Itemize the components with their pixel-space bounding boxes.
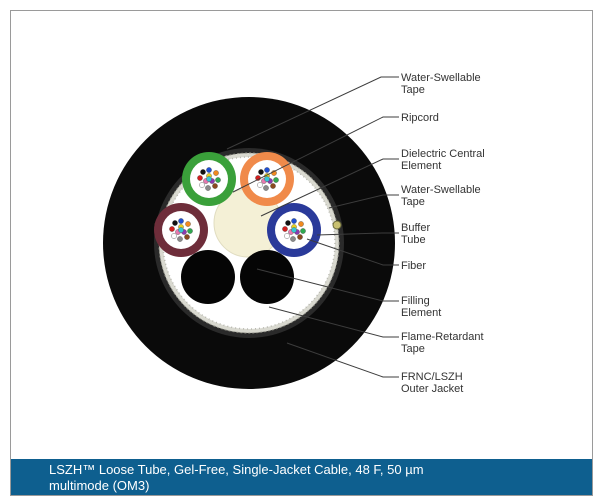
fiber-dot bbox=[215, 177, 221, 183]
fiber-dot bbox=[178, 227, 184, 233]
fiber-dot bbox=[300, 228, 306, 234]
label-line: Tube bbox=[401, 234, 426, 246]
fiber-dot bbox=[284, 233, 290, 239]
caption-bar: LSZH™ Loose Tube, Gel-Free, Single-Jacke… bbox=[11, 459, 592, 495]
fiber-dot bbox=[177, 236, 183, 242]
ripcord-right bbox=[332, 220, 342, 230]
label-water-swellable-tape-outer: Water-Swellable Tape bbox=[401, 72, 481, 96]
fiber-dot bbox=[184, 234, 190, 240]
label-line: FRNC/LSZH bbox=[401, 371, 463, 383]
fiber-dot bbox=[264, 176, 270, 182]
figure-frame: Water-Swellable Tape Ripcord Dielectric … bbox=[10, 10, 593, 496]
label-line: Tape bbox=[401, 196, 425, 208]
label-ripcord: Ripcord bbox=[401, 112, 439, 124]
fiber-dot bbox=[206, 176, 212, 182]
fiber-dot bbox=[172, 220, 178, 226]
filling-element-right bbox=[240, 250, 294, 304]
fiber-dot bbox=[197, 175, 203, 181]
fiber-dot bbox=[178, 218, 184, 224]
fiber-dot bbox=[187, 228, 193, 234]
label-line: Buffer bbox=[401, 222, 430, 234]
fiber-dot bbox=[297, 234, 303, 240]
label-buffer-tube: Buffer Tube bbox=[401, 222, 430, 246]
fiber-bundles bbox=[169, 167, 306, 242]
label-flame-retardant-tape: Flame-Retardant Tape bbox=[401, 331, 484, 355]
fiber-dot bbox=[291, 227, 297, 233]
caption-line-2: multimode (OM3) bbox=[49, 478, 150, 493]
fiber-dot bbox=[285, 220, 291, 226]
fiber-dot bbox=[298, 221, 304, 227]
label-dielectric-central-element: Dielectric Central Element bbox=[401, 148, 485, 172]
fiber-dot bbox=[206, 167, 212, 173]
fiber-dot bbox=[213, 170, 219, 176]
fiber-dot bbox=[291, 218, 297, 224]
fiber-dot bbox=[212, 183, 218, 189]
fiber-dot bbox=[205, 185, 211, 191]
fiber-dot bbox=[273, 177, 279, 183]
fiber-dot bbox=[200, 169, 206, 175]
fiber-dot bbox=[257, 182, 263, 188]
fiber-dot bbox=[171, 233, 177, 239]
label-line: Fiber bbox=[401, 260, 426, 272]
inner-tape-texture bbox=[162, 156, 336, 330]
label-outer-jacket: FRNC/LSZH Outer Jacket bbox=[401, 371, 463, 395]
tape-texture bbox=[158, 152, 340, 334]
label-line: Water-Swellable bbox=[401, 184, 481, 196]
fiber-dot bbox=[169, 226, 175, 232]
label-line: Water-Swellable bbox=[401, 72, 481, 84]
fiber-dot bbox=[199, 182, 205, 188]
caption-line-1: LSZH™ Loose Tube, Gel-Free, Single-Jacke… bbox=[49, 462, 424, 477]
fiber-dot bbox=[264, 167, 270, 173]
label-line: Tape bbox=[401, 343, 425, 355]
label-line: Ripcord bbox=[401, 112, 439, 124]
filling-element-left bbox=[181, 250, 235, 304]
fiber-dot bbox=[270, 183, 276, 189]
label-line: Tape bbox=[401, 84, 425, 96]
label-line: Element bbox=[401, 307, 441, 319]
fiber-dot bbox=[263, 185, 269, 191]
label-filling-element: Filling Element bbox=[401, 295, 441, 319]
label-line: Element bbox=[401, 160, 441, 172]
leader-lines bbox=[226, 76, 399, 378]
label-water-swellable-tape-inner: Water-Swellable Tape bbox=[401, 184, 481, 208]
label-line: Dielectric Central bbox=[401, 148, 485, 160]
label-line: Filling bbox=[401, 295, 430, 307]
fiber-dot bbox=[290, 236, 296, 242]
label-fiber: Fiber bbox=[401, 260, 426, 272]
fiber-dot bbox=[185, 221, 191, 227]
label-line: Flame-Retardant bbox=[401, 331, 484, 343]
cable-cross-section-diagram: Water-Swellable Tape Ripcord Dielectric … bbox=[103, 72, 485, 395]
fiber-dot bbox=[282, 226, 288, 232]
fiber-dot bbox=[258, 169, 264, 175]
label-line: Outer Jacket bbox=[401, 383, 463, 395]
